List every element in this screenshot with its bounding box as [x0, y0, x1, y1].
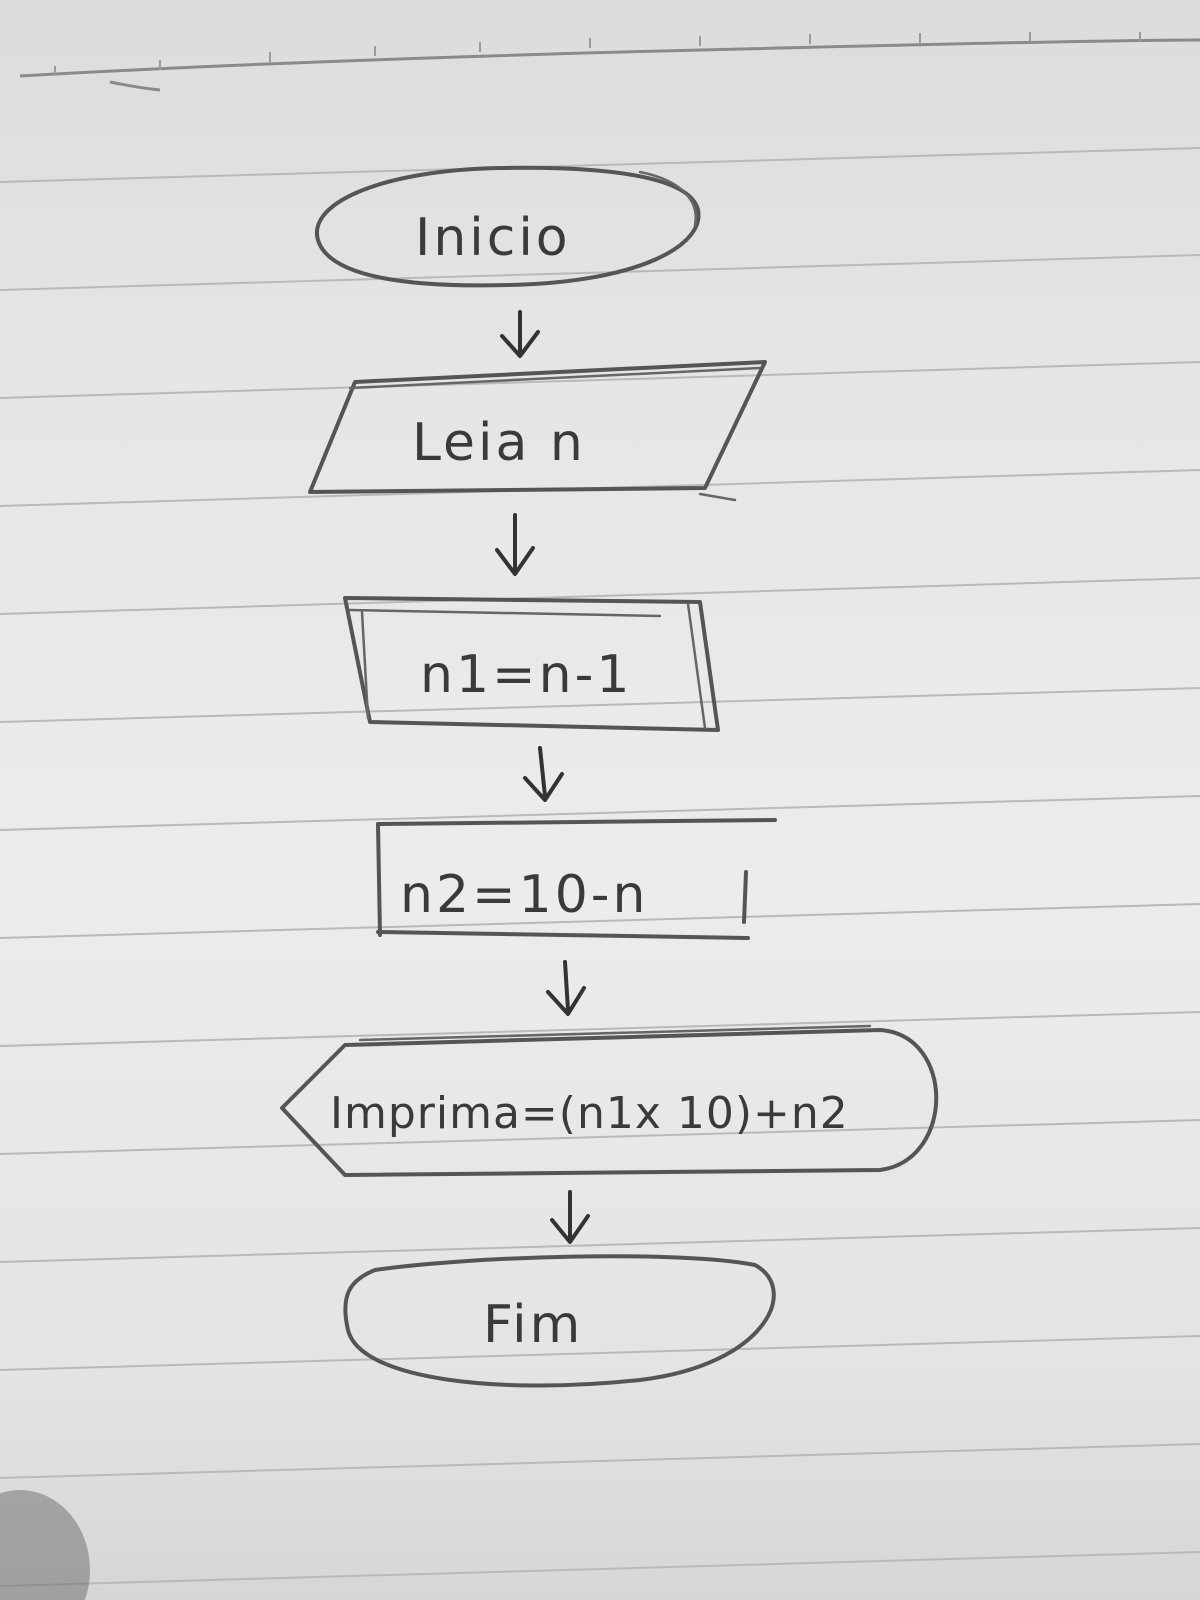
input-parallelogram: Leia n — [308, 360, 767, 502]
input-label: Leia n — [412, 413, 586, 473]
ruled-lines — [0, 147, 1200, 1587]
arrow-process1-to-process2 — [523, 746, 564, 802]
start-terminal: Inicio — [315, 165, 701, 288]
process1-box: n1=n-1 — [343, 596, 720, 732]
process2-box: n2=10-n — [376, 818, 777, 940]
finger-shadow — [0, 1490, 90, 1600]
start-label: Inicio — [415, 208, 571, 268]
arrow-process2-to-output — [546, 960, 586, 1016]
arrow-start-to-input — [500, 310, 540, 358]
arrow-input-to-process1 — [495, 513, 535, 576]
arrow-output-to-end — [550, 1190, 590, 1244]
top-margin — [19, 32, 1200, 92]
end-terminal: Fim — [343, 1254, 776, 1388]
output-display: Imprima=(n1x 10)+n2 — [280, 1024, 939, 1177]
end-label: Fim — [483, 1295, 583, 1355]
process1-label: n1=n-1 — [420, 645, 632, 705]
process2-label: n2=10-n — [400, 865, 649, 925]
output-label: Imprima=(n1x 10)+n2 — [330, 1088, 849, 1139]
